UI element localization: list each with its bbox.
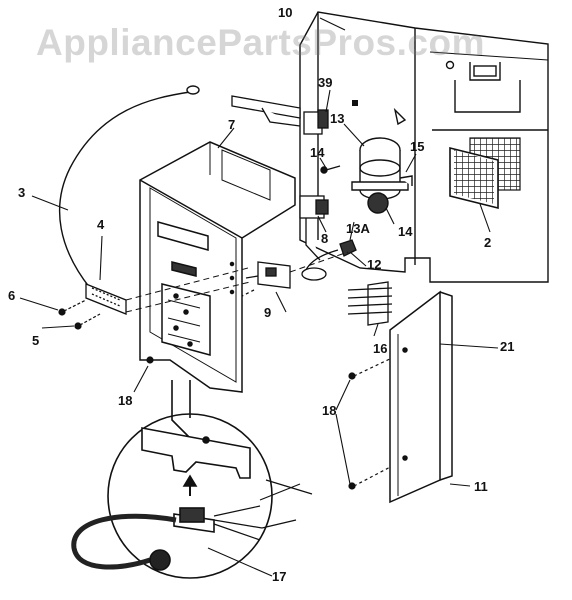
callout-5: 5 [32,333,40,348]
callout-8: 8 [321,231,329,246]
callout-7: 7 [228,117,236,132]
callout-39: 39 [318,75,333,90]
callout-18b: 18 [322,403,337,418]
callout-13a: 13A [346,221,370,236]
watermark: AppliancePartsPros.com [36,22,485,63]
mounting-bracket [85,283,127,315]
callout-6: 6 [8,288,16,303]
terminal-block [347,281,393,326]
callout-16: 16 [373,341,388,356]
callout-10: 10 [278,5,293,20]
callout-14a: 14 [310,145,325,160]
sensor [301,239,357,281]
callout-9: 9 [264,305,272,320]
callout-18a: 18 [118,393,133,408]
callout-12: 12 [367,257,382,272]
callout-14b: 14 [398,224,413,239]
connector [299,195,329,261]
callout-17: 17 [272,569,287,584]
callout-4: 4 [97,217,105,232]
callout-21: 21 [500,339,515,354]
filter-screen [449,137,521,210]
callout-2: 2 [484,235,492,250]
screws [58,299,397,490]
relay [241,261,291,297]
projection-lines [125,251,349,313]
ground-wire [58,85,200,289]
detail-circle [71,380,313,579]
callout-13: 13 [330,111,345,126]
callout-11: 11 [474,479,488,494]
motor-assembly [320,137,413,214]
control-box [139,141,296,393]
leader-lines [19,17,499,577]
callout-3: 3 [18,185,26,200]
callout-15: 15 [410,139,425,154]
cover-panel [389,290,453,504]
switch-bracket [231,95,329,135]
